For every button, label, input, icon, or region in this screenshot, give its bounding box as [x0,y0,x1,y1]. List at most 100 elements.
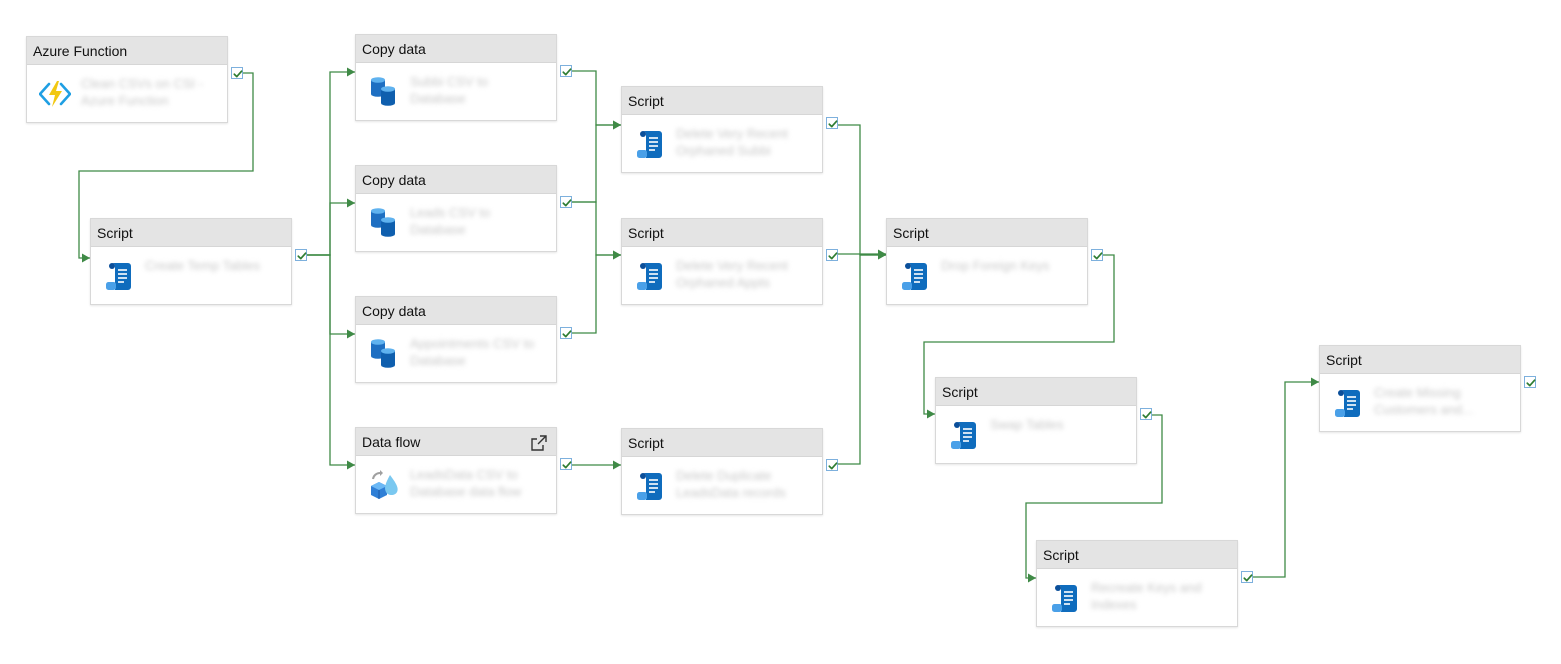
script-activity[interactable]: Script Create Missing Customers and... [1319,345,1521,432]
activity-type-label: Script [936,378,1136,406]
script-activity[interactable]: Script Delete Very Recent Orphaned Subbi [621,86,823,173]
success-checkmark-icon[interactable] [560,458,572,470]
arrowhead [347,67,355,77]
script-activity[interactable]: Script Create Temp Tables [90,218,292,305]
script-activity[interactable]: Script Drop Foreign Keys [886,218,1088,305]
activity-type-label: Script [91,219,291,247]
arrowhead [927,409,935,419]
dependency-connector [566,70,621,126]
activity-body: Delete Duplicate LeadsData records [622,457,822,514]
arrowhead [1311,377,1319,387]
dependency-connector [300,71,355,256]
success-checkmark-icon[interactable] [1524,376,1536,388]
activity-type-text: Script [1043,547,1079,563]
script-icon [634,470,666,502]
script-icon [948,419,980,451]
activity-body: Leads CSV to Database [356,194,556,251]
arrowhead [1028,573,1036,583]
arrowhead [347,329,355,339]
dependency-connector [1025,414,1163,579]
dependency-connector [78,72,254,259]
arrowhead [613,120,621,130]
activity-type-text: Script [1326,352,1362,368]
activity-name: Create Temp Tables [145,258,261,273]
activity-type-label: Azure Function [27,37,227,65]
success-checkmark-icon[interactable] [295,249,307,261]
arrowhead [878,250,886,260]
success-checkmark-icon[interactable] [1140,408,1152,420]
script-activity[interactable]: Script Delete Very Recent Orphaned Appts [621,218,823,305]
success-checkmark-icon[interactable] [560,65,572,77]
activity-body: Create Missing Customers and... [1320,374,1520,431]
activity-name: Delete Duplicate LeadsData records [676,468,786,500]
copy-data-activity[interactable]: Copy data Leads CSV to Database [355,165,557,252]
azure-function-icon [38,78,72,110]
activity-body: Create Temp Tables [91,247,291,304]
copy-data-activity[interactable]: Copy data Appointments CSV to Database [355,296,557,383]
activity-type-label: Script [622,429,822,457]
activity-name: Create Missing Customers and... [1374,385,1473,417]
dependency-connector [566,254,621,334]
arrowhead [347,198,355,208]
activity-type-text: Script [97,225,133,241]
azure-function-activity[interactable]: Azure Function Clean CSVs on CSI - Azure… [26,36,228,123]
activity-body: Appointments CSV to Database [356,325,556,382]
success-checkmark-icon[interactable] [826,249,838,261]
dependency-connector [566,201,621,256]
activity-type-text: Copy data [362,303,426,319]
dependency-connector [923,254,1115,415]
activity-body: Delete Very Recent Orphaned Appts [622,247,822,304]
open-external-icon[interactable] [530,433,548,451]
activity-type-text: Azure Function [33,43,128,59]
success-checkmark-icon[interactable] [826,459,838,471]
activity-type-label: Copy data [356,297,556,325]
activity-type-label: Script [887,219,1087,247]
activity-body: LeadsData CSV to Database data flow [356,456,556,513]
activity-type-label: Copy data [356,166,556,194]
arrowhead [613,460,621,470]
activity-type-text: Data flow [362,434,421,450]
data-flow-activity[interactable]: Data flow LeadsData CSV to Database data… [355,427,557,514]
success-checkmark-icon[interactable] [1241,571,1253,583]
arrowhead [613,250,621,260]
activity-type-label: Script [622,87,822,115]
activity-type-label: Copy data [356,35,556,63]
activity-type-text: Script [628,93,664,109]
copy-data-icon [368,338,400,370]
activity-type-text: Script [628,225,664,241]
script-icon [1332,387,1364,419]
success-checkmark-icon[interactable] [826,117,838,129]
dependency-connector [831,254,886,465]
success-checkmark-icon[interactable] [560,327,572,339]
success-checkmark-icon[interactable] [1091,249,1103,261]
activity-type-text: Copy data [362,41,426,57]
activity-name: Appointments CSV to Database [410,336,535,368]
activity-name: Delete Very Recent Orphaned Appts [676,258,789,290]
activity-type-label: Script [622,219,822,247]
activity-type-label: Script [1320,346,1520,374]
activity-body: Swap Tables [936,406,1136,463]
script-icon [899,260,931,292]
script-activity[interactable]: Script Recreate Keys and Indexes [1036,540,1238,627]
activity-body: Delete Very Recent Orphaned Subbi [622,115,822,172]
success-checkmark-icon[interactable] [560,196,572,208]
activity-type-text: Script [628,435,664,451]
data-flow-icon [368,469,400,501]
activity-name: LeadsData CSV to Database data flow [410,467,522,499]
success-checkmark-icon[interactable] [231,67,243,79]
activity-type-text: Copy data [362,172,426,188]
dependency-connector [831,124,886,256]
script-activity[interactable]: Script Swap Tables [935,377,1137,464]
activity-type-text: Script [942,384,978,400]
dependency-connector [1246,381,1319,578]
activity-name: Subbi CSV to Database [410,74,489,106]
arrowhead [82,253,90,263]
script-activity[interactable]: Script Delete Duplicate LeadsData record… [621,428,823,515]
copy-data-activity[interactable]: Copy data Subbi CSV to Database [355,34,557,121]
script-icon [1049,582,1081,614]
activity-body: Drop Foreign Keys [887,247,1087,304]
activity-type-text: Script [893,225,929,241]
activity-name: Clean CSVs on CSI - Azure Function [81,76,204,108]
